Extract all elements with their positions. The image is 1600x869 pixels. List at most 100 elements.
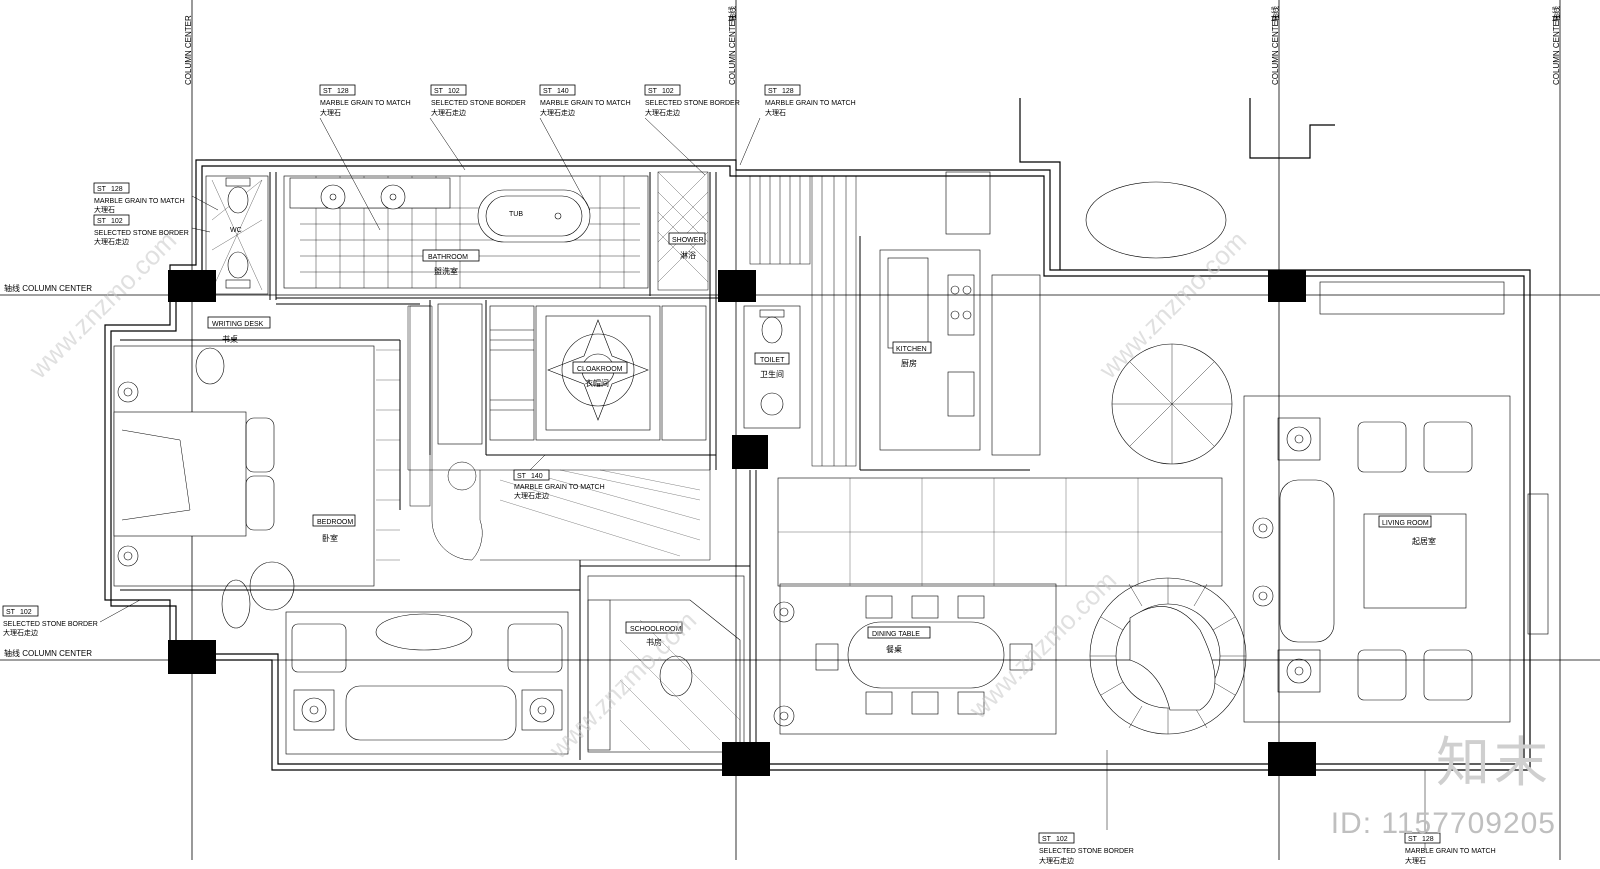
svg-text:ST: ST bbox=[768, 88, 778, 95]
toilet-label: TOILET bbox=[760, 357, 785, 364]
leader-lines bbox=[99, 117, 1426, 850]
svg-text:SELECTED STONE BORDER: SELECTED STONE BORDER bbox=[94, 230, 189, 237]
svg-text:128: 128 bbox=[1422, 836, 1434, 843]
svg-text:128: 128 bbox=[111, 186, 123, 193]
bathroom-label: BATHROOM bbox=[428, 254, 468, 261]
wood-corridor bbox=[407, 305, 711, 561]
dining-table-label-cn: 餐桌 bbox=[886, 644, 902, 654]
dining-label-box bbox=[867, 626, 931, 639]
svg-text:ST: ST bbox=[434, 88, 444, 95]
axis-label-row-1: 轴线 COLUMN CENTER bbox=[4, 283, 92, 293]
axis-label-col-2: COLUMN CENTER bbox=[728, 15, 737, 85]
bedroom-lounge bbox=[285, 611, 569, 755]
svg-text:ST: ST bbox=[648, 88, 658, 95]
bathroom-label-cn: 盥洗室 bbox=[434, 266, 458, 276]
writing-desk-label-box bbox=[207, 316, 271, 329]
svg-text:SELECTED STONE BORDER: SELECTED STONE BORDER bbox=[3, 621, 98, 628]
dining-table-label: DINING TABLE bbox=[872, 631, 920, 638]
writing-desk-label: WRITING DESK bbox=[212, 321, 264, 328]
cloakroom-label-box bbox=[572, 361, 628, 374]
svg-text:大理石走边: 大理石走边 bbox=[540, 108, 575, 117]
svg-text:128: 128 bbox=[782, 88, 794, 95]
toilet-label-box bbox=[754, 352, 790, 365]
svg-text:ST: ST bbox=[517, 473, 527, 480]
svg-text:MARBLE GRAIN TO MATCH: MARBLE GRAIN TO MATCH bbox=[94, 198, 185, 205]
kitchen-label: KITCHEN bbox=[896, 346, 927, 353]
bathroom-label-box bbox=[422, 249, 480, 262]
living-room-label-box bbox=[1378, 515, 1432, 528]
watermark-brand: 知末 bbox=[1436, 731, 1552, 794]
living-room-area bbox=[1243, 281, 1549, 723]
living-room-label: LIVING ROOM bbox=[1382, 520, 1429, 527]
axis-label-row-2: 轴线 COLUMN CENTER bbox=[4, 648, 92, 658]
svg-text:MARBLE GRAIN TO MATCH: MARBLE GRAIN TO MATCH bbox=[1405, 848, 1496, 855]
cloakroom-area bbox=[437, 303, 707, 445]
kitchen-label-cn: 厨房 bbox=[901, 358, 917, 368]
svg-text:102: 102 bbox=[448, 88, 460, 95]
svg-text:大理石: 大理石 bbox=[1405, 856, 1426, 865]
schoolroom-label-cn: 书房 bbox=[646, 637, 662, 647]
svg-text:SELECTED STONE BORDER: SELECTED STONE BORDER bbox=[431, 100, 526, 107]
svg-text:128: 128 bbox=[337, 88, 349, 95]
svg-text:SELECTED STONE BORDER: SELECTED STONE BORDER bbox=[645, 100, 740, 107]
structural-columns bbox=[168, 270, 1316, 776]
wc-label: WC bbox=[230, 227, 242, 234]
svg-text:ST: ST bbox=[323, 88, 333, 95]
svg-text:大理石: 大理石 bbox=[320, 108, 341, 117]
svg-text:102: 102 bbox=[1056, 836, 1068, 843]
svg-text:大理石走边: 大理石走边 bbox=[94, 237, 129, 246]
svg-text:140: 140 bbox=[557, 88, 569, 95]
svg-text:ST: ST bbox=[6, 609, 16, 616]
bedroom-label: BEDROOM bbox=[317, 519, 353, 526]
svg-text:ST: ST bbox=[97, 186, 107, 193]
bathroom-area bbox=[283, 175, 649, 289]
shower-label-box bbox=[668, 232, 706, 245]
svg-text:102: 102 bbox=[111, 218, 123, 225]
svg-text:MARBLE GRAIN TO MATCH: MARBLE GRAIN TO MATCH bbox=[540, 100, 631, 107]
schoolroom-label: SCHOOLROOM bbox=[630, 626, 682, 633]
axis-cn-col-2: 轴线 bbox=[727, 6, 737, 22]
svg-text:ST: ST bbox=[97, 218, 107, 225]
watermark-url-3: www.znzmo.com bbox=[1092, 225, 1252, 385]
material-tag-8: ST 140 MARBLE GRAIN TO MATCH 大理石走边 bbox=[513, 469, 605, 500]
shower-area bbox=[657, 171, 709, 291]
interior-walls bbox=[120, 172, 1030, 760]
svg-text:MARBLE GRAIN TO MATCH: MARBLE GRAIN TO MATCH bbox=[765, 100, 856, 107]
material-tag-9: ST 102 SELECTED STONE BORDER 大理石走边 bbox=[2, 605, 98, 637]
dining-area bbox=[773, 477, 1223, 735]
axis-label-col-1: COLUMN CENTER bbox=[184, 15, 193, 85]
axis-cn-col-4: 轴线 bbox=[1551, 6, 1561, 22]
kitchen-area bbox=[879, 171, 1041, 456]
material-tag-10: ST 102 SELECTED STONE BORDER 大理石走边 bbox=[1038, 832, 1134, 865]
outer-walls bbox=[104, 98, 1531, 771]
svg-text:SELECTED STONE BORDER: SELECTED STONE BORDER bbox=[1039, 848, 1134, 855]
svg-text:大理石: 大理石 bbox=[94, 205, 115, 214]
material-tag-1: ST 128 MARBLE GRAIN TO MATCH 大理石 bbox=[319, 84, 411, 117]
svg-text:ST: ST bbox=[1408, 836, 1418, 843]
shower-label: SHOWER bbox=[672, 237, 704, 244]
axis-label-col-4: COLUMN CENTER bbox=[1552, 15, 1561, 85]
tub-label: TUB bbox=[509, 211, 523, 218]
cloakroom-label: CLOAKROOM bbox=[577, 366, 623, 373]
wc-area bbox=[205, 175, 269, 295]
toilet-area bbox=[743, 305, 801, 429]
material-tag-3: ST 140 MARBLE GRAIN TO MATCH 大理石走边 bbox=[539, 84, 631, 117]
svg-text:大理石: 大理石 bbox=[765, 108, 786, 117]
svg-text:大理石走边: 大理石走边 bbox=[514, 491, 549, 500]
svg-text:大理石走边: 大理石走边 bbox=[431, 108, 466, 117]
svg-text:102: 102 bbox=[662, 88, 674, 95]
material-tag-6: ST 128 MARBLE GRAIN TO MATCH 大理石 bbox=[93, 182, 185, 214]
svg-text:大理石走边: 大理石走边 bbox=[3, 628, 38, 637]
svg-text:ST: ST bbox=[543, 88, 553, 95]
svg-text:大理石走边: 大理石走边 bbox=[1039, 856, 1074, 865]
schoolroom-area bbox=[587, 575, 745, 753]
material-tag-5: ST 128 MARBLE GRAIN TO MATCH 大理石 bbox=[764, 84, 856, 117]
bedroom-label-cn: 卧室 bbox=[322, 533, 338, 543]
writing-desk-label-cn: 书桌 bbox=[222, 334, 238, 344]
material-tag-11: ST 128 MARBLE GRAIN TO MATCH 大理石 bbox=[1404, 832, 1496, 865]
svg-text:102: 102 bbox=[20, 609, 32, 616]
svg-text:ST: ST bbox=[1042, 836, 1052, 843]
toilet-label-cn: 卫生间 bbox=[760, 369, 784, 379]
svg-text:140: 140 bbox=[531, 473, 543, 480]
